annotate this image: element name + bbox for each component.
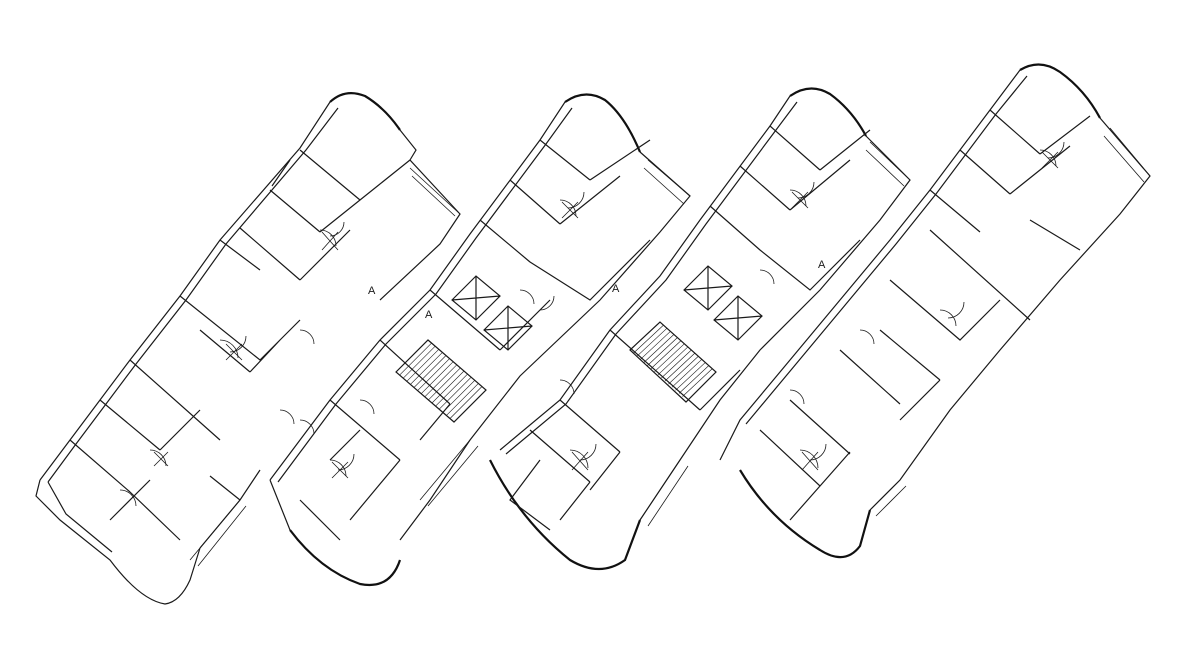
block-2-door-swings — [299, 191, 585, 477]
stair-tread — [657, 346, 689, 376]
block-3-door-crosses — [571, 191, 809, 471]
circulation-core-left — [395, 275, 533, 423]
stair-tread — [636, 327, 668, 357]
block-1-curved-end-top — [329, 91, 401, 131]
core-left-elevator-shaft-1 — [451, 275, 501, 321]
stair-tread — [647, 337, 678, 366]
stair-tread — [395, 339, 429, 373]
block-3-balcony — [639, 141, 911, 527]
apartment-block-1: A — [35, 91, 461, 605]
block-2-door-crosses — [331, 201, 579, 479]
circulation-core-right — [629, 265, 763, 403]
block-2-arrow-label: A — [425, 309, 433, 321]
stair-tread — [643, 334, 675, 363]
stair-tread — [449, 386, 483, 419]
block-3-arrow-label: A — [612, 283, 620, 295]
stair-tread — [640, 331, 671, 360]
block-1-balcony — [189, 167, 461, 567]
core-right-stair-treads — [629, 321, 713, 397]
stair-tread — [438, 376, 472, 410]
block-3-curved-end-top — [789, 87, 867, 137]
block-3-curved-end-bottom — [489, 459, 642, 571]
stair-tread — [399, 342, 432, 376]
block-2-curved-end-top — [564, 93, 642, 153]
stair-tread — [413, 355, 447, 388]
block-4-arrow-label: A — [818, 259, 826, 271]
block-4-room-partitions — [759, 109, 1091, 521]
block-2-curved-end-bottom — [289, 529, 402, 587]
stair-tread — [675, 362, 706, 391]
stair-tread — [435, 373, 468, 407]
block-4-curved-end-top — [1019, 63, 1101, 119]
stair-tread — [668, 355, 699, 385]
stair-tread — [424, 364, 458, 398]
block-3-room-partitions — [509, 125, 871, 531]
core-right-elevator-shaft-2 — [713, 295, 763, 341]
stair-tread — [654, 343, 685, 372]
block-1-outer-wall — [35, 101, 461, 605]
stair-tread — [664, 352, 696, 382]
block-3-door-swings — [559, 181, 815, 469]
apartment-block-4: A — [719, 63, 1151, 559]
stair-tread — [678, 365, 710, 394]
core-right-stair-outline — [629, 321, 717, 403]
stair-tread — [446, 383, 479, 416]
stair-tread — [431, 370, 465, 404]
block-2-balcony — [419, 159, 691, 507]
block-1-door-crosses — [153, 231, 339, 467]
apartment-block-2: A — [269, 93, 691, 587]
block-2-outer-wall — [269, 101, 691, 541]
stair-tread — [650, 340, 682, 369]
core-left-stair-treads — [395, 339, 483, 419]
block-2-inner-wall — [277, 107, 573, 483]
stair-tread — [417, 358, 450, 391]
stair-tread — [420, 361, 454, 394]
stair-tread — [442, 380, 476, 413]
block-2-room-partitions — [299, 139, 651, 541]
block-4-door-crosses — [801, 151, 1059, 471]
block-4-inner-wall — [745, 75, 1028, 425]
core-right-elevator-shaft-1 — [683, 265, 733, 311]
block-3-inner-wall — [505, 101, 798, 455]
block-4-balcony — [869, 127, 1151, 517]
block-1-door-swings — [119, 221, 345, 507]
stair-tread — [633, 324, 664, 354]
block-4-curved-end-bottom — [739, 469, 872, 559]
block-4-outer-wall — [719, 69, 1151, 511]
stair-tread — [671, 358, 703, 388]
block-1-room-partitions — [69, 149, 411, 549]
apartment-block-3: A — [489, 87, 911, 571]
block-1-inner-wall — [47, 107, 339, 553]
stair-tread — [661, 349, 692, 379]
stair-tread — [629, 321, 661, 351]
stair-tread — [402, 345, 436, 379]
stair-tread — [428, 367, 461, 401]
stair-tread — [410, 352, 443, 385]
stair-tread — [406, 349, 440, 382]
block-1-arrow-label: A — [368, 285, 376, 297]
stair-tread — [682, 368, 713, 397]
core-left-elevator-shaft-2 — [483, 305, 533, 351]
block-4-door-swings — [789, 141, 1065, 469]
